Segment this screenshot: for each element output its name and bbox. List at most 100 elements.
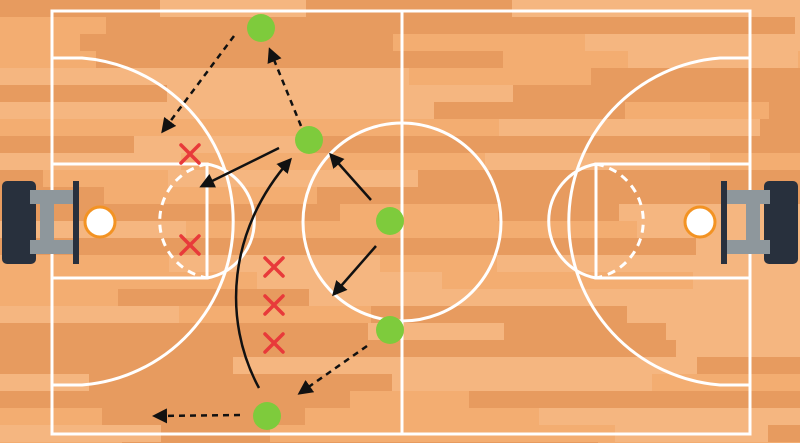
wood-plank bbox=[512, 0, 800, 17]
wood-plank bbox=[89, 374, 296, 391]
wood-plank bbox=[140, 238, 432, 255]
wood-plank bbox=[152, 102, 434, 119]
wood-plank bbox=[503, 51, 628, 68]
basket-right bbox=[683, 181, 798, 264]
wood-plank bbox=[0, 136, 134, 153]
wood-plank bbox=[171, 391, 350, 408]
pass-arrow bbox=[161, 35, 236, 134]
pass-arrow bbox=[297, 344, 368, 395]
wood-plank bbox=[196, 119, 499, 136]
wood-plank bbox=[585, 34, 718, 51]
wood-plank bbox=[0, 306, 179, 323]
wood-plank bbox=[0, 374, 89, 391]
wood-plank bbox=[627, 306, 800, 323]
wood-plank bbox=[0, 391, 171, 408]
wood-plank bbox=[0, 272, 257, 289]
defender-x-marker bbox=[179, 234, 201, 256]
cut-arrow bbox=[332, 245, 377, 297]
hoop-left bbox=[83, 205, 117, 239]
wood-plank bbox=[0, 153, 181, 170]
wood-plank bbox=[288, 51, 503, 68]
basket-left bbox=[2, 181, 117, 264]
wood-plank bbox=[43, 170, 168, 187]
offense-player-marker bbox=[253, 402, 281, 430]
wood-plank bbox=[265, 68, 409, 85]
stanchion-left bbox=[2, 181, 36, 264]
hoop-right bbox=[683, 205, 717, 239]
wood-plank bbox=[314, 136, 573, 153]
wood-plank bbox=[469, 391, 754, 408]
defender-x-marker bbox=[263, 332, 285, 354]
wood-plank bbox=[693, 272, 800, 289]
wood-plank bbox=[551, 17, 795, 34]
wood-plank bbox=[760, 119, 800, 136]
wood-plank bbox=[350, 391, 469, 408]
wood-plank bbox=[402, 357, 697, 374]
free-throw-arc-right-solid bbox=[547, 162, 597, 280]
wood-plank bbox=[432, 238, 537, 255]
wood-plank bbox=[160, 0, 306, 17]
wood-plank bbox=[305, 408, 539, 425]
wood-plank bbox=[798, 51, 800, 68]
wood-plank bbox=[499, 119, 760, 136]
wood-plank bbox=[167, 85, 267, 102]
defender-x-marker bbox=[179, 143, 201, 165]
wood-plank bbox=[392, 374, 652, 391]
wood-plank bbox=[347, 17, 551, 34]
support-post-right bbox=[746, 190, 760, 254]
three-point-line-left bbox=[52, 56, 235, 387]
backboard-left bbox=[73, 181, 79, 264]
wood-plank bbox=[80, 34, 393, 51]
wood-plank bbox=[267, 85, 513, 102]
wood-plank bbox=[434, 102, 625, 119]
wood-plank bbox=[134, 136, 314, 153]
wood-plank bbox=[537, 238, 696, 255]
wood-plank bbox=[179, 306, 371, 323]
wood-plank bbox=[0, 323, 123, 340]
defender-x-marker bbox=[263, 294, 285, 316]
play-arrows bbox=[152, 35, 377, 424]
wood-plank bbox=[340, 204, 498, 221]
wood-plank bbox=[504, 323, 666, 340]
defender-x-marker bbox=[263, 256, 285, 278]
wood-plank bbox=[622, 289, 800, 306]
wood-plank bbox=[768, 425, 800, 442]
pass-arrow bbox=[152, 408, 241, 424]
wood-plank bbox=[0, 255, 169, 272]
wood-plank bbox=[0, 0, 160, 17]
wood-plank bbox=[591, 68, 800, 85]
offense-player-marker bbox=[376, 316, 404, 344]
wood-plank bbox=[769, 102, 800, 119]
cut-arrow bbox=[234, 157, 292, 389]
wood-plank bbox=[123, 323, 368, 340]
wood-plank bbox=[666, 323, 800, 340]
wood-plank bbox=[652, 374, 800, 391]
wood-plank bbox=[257, 272, 442, 289]
stanchion-right bbox=[764, 181, 798, 264]
wood-plank bbox=[277, 221, 470, 238]
wood-plank bbox=[409, 68, 591, 85]
wood-plank bbox=[710, 153, 800, 170]
wood-plank bbox=[485, 153, 710, 170]
wood-plank bbox=[0, 340, 175, 357]
offense-player-marker bbox=[376, 207, 404, 235]
wood-plank bbox=[175, 340, 416, 357]
offense-player-marker bbox=[247, 14, 275, 42]
cut-arrow bbox=[329, 152, 372, 201]
wood-plank bbox=[754, 391, 800, 408]
wood-plank bbox=[106, 17, 347, 34]
wood-plank bbox=[0, 85, 167, 102]
wood-plank bbox=[169, 255, 380, 272]
wood-plank bbox=[393, 34, 585, 51]
three-point-line-right bbox=[567, 56, 750, 387]
wood-plank bbox=[96, 51, 288, 68]
wood-plank bbox=[0, 102, 152, 119]
offense-player-marker bbox=[295, 126, 323, 154]
wood-plank bbox=[306, 0, 512, 17]
wood-plank bbox=[233, 357, 402, 374]
wood-plank bbox=[795, 17, 800, 34]
wood-plank bbox=[416, 340, 676, 357]
wood-plank bbox=[470, 221, 637, 238]
